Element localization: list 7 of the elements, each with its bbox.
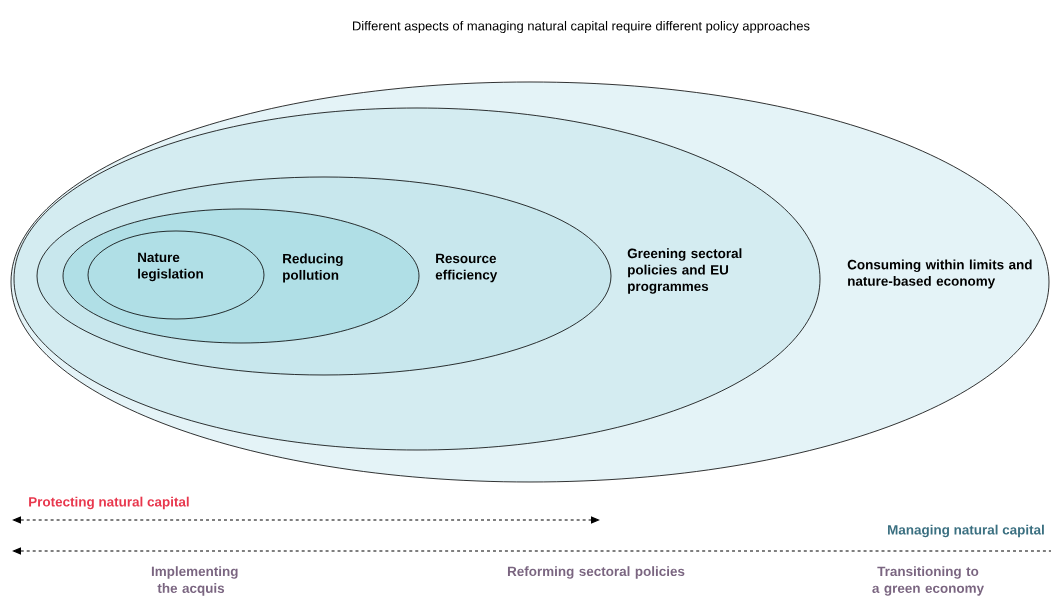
range-label: Protecting natural capital	[29, 496, 189, 510]
range-label: Transitioning to a green economy	[872, 566, 984, 596]
range-label: Reforming sectoral policies	[507, 566, 685, 579]
range-label: Implementing the acquis	[151, 566, 238, 596]
range-label: Managing natural capital	[888, 524, 1044, 538]
title: Different aspects of managing natural capital require different policy approaches	[353, 20, 810, 34]
ellipse-region: Nature legislation	[87, 230, 265, 320]
